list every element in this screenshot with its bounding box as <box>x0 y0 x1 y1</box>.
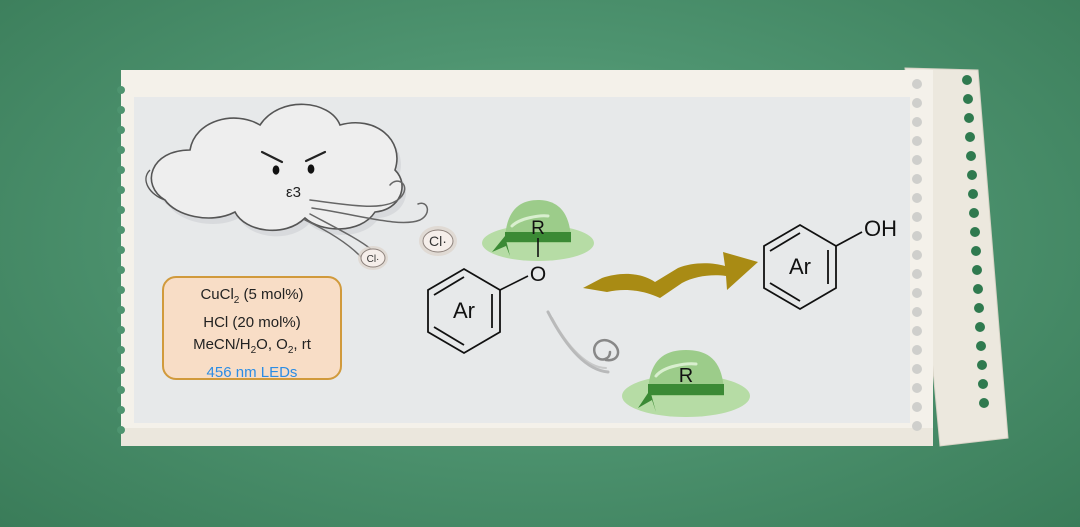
reactant-oxygen: O <box>530 263 546 286</box>
back-sheet-holes <box>962 75 989 408</box>
reactant-r-group: R <box>531 218 545 239</box>
cloud-mouth: ε3 <box>286 184 301 201</box>
condition-light-source: 456 nm LEDs <box>206 364 298 381</box>
chlorine-radical-small: Cl· <box>358 246 388 270</box>
reactant-ar-label: Ar <box>453 298 475 323</box>
cloud-left-eyebrow <box>260 150 284 164</box>
reaction-conditions-box: CuCl2 (5 mol%) HCl (20 mol%) MeCN/H2O, O… <box>162 276 342 381</box>
product-oh-label: OH <box>864 216 897 241</box>
product-ar-label: Ar <box>789 254 811 279</box>
condition-catalyst: CuCl2 (5 mol%) <box>200 286 304 306</box>
departing-swirl <box>546 310 620 374</box>
svg-text:Cl·: Cl· <box>429 233 447 249</box>
cloud-right-eye <box>307 164 315 174</box>
byproduct-r-group: R <box>679 365 693 387</box>
cloud-left-eye <box>272 165 280 175</box>
main-sheet-holes <box>912 79 922 431</box>
photo-arrow <box>583 252 758 298</box>
byproduct-hat <box>622 350 750 417</box>
reactant-benzene-ring <box>427 267 501 355</box>
cloud-tail <box>145 169 166 201</box>
condition-acid: HCl (20 mol%) <box>203 314 301 331</box>
condition-solvent: MeCN/H2O, O2, rt <box>193 336 311 356</box>
svg-text:Cl·: Cl· <box>367 254 380 265</box>
product-oh-bond <box>835 231 863 247</box>
cloud-right-eyebrow <box>304 150 327 163</box>
reactant-o-ring-bond <box>499 275 529 291</box>
main-paper-bottom-strip <box>121 428 933 446</box>
left-edge-tear <box>117 86 125 434</box>
product-benzene-ring <box>763 223 837 311</box>
chlorine-radical-large: Cl· <box>419 226 457 256</box>
